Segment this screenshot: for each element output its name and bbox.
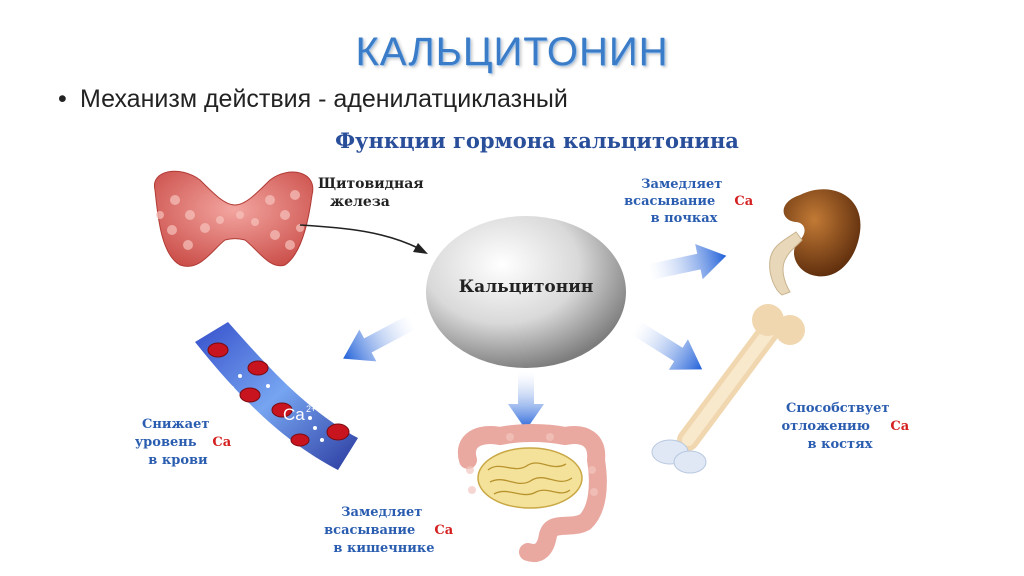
thyroid-arrowhead [413,243,428,254]
arrow-to-blood [343,314,416,362]
blood-label-line3: в крови [148,453,208,468]
arrow-to-intestine [508,372,544,430]
bone-illustration [651,304,805,474]
calcitonin-sphere: Кальцитонин [426,216,626,368]
thyroid-label-line1: Щитовидная [318,176,424,192]
vessel-ion: Ca [283,405,305,424]
intestine-illustration [457,424,607,562]
bullet-marker: • [58,85,67,113]
blood-vessel-illustration: Ca 2+ [195,322,358,470]
bone-label-ca: Са [890,419,909,434]
bullet-item: • Механизм действия - аденилатциклазный [58,85,568,114]
thyroid-label-line2: железа [330,194,390,210]
kidney-label: Замедляет всасывание Са в почках [624,177,758,226]
kidney-label-ca: Са [734,194,753,209]
kidney-label-line1: Замедляет [641,177,722,192]
arrow-to-kidney [648,243,727,280]
arrow-to-bone [631,321,703,370]
bone-label-line1: Способствует [786,401,889,416]
thyroid-label: Щитовидная железа [318,176,428,210]
intestine-label-line2: всасывание [324,523,420,538]
blood-label: Снижает уровень Са в крови [135,417,236,468]
blood-label-line2: уровень [135,435,201,450]
bone-label-line3: в костях [808,437,873,452]
intestine-label: Замедляет всасывание Са в кишечнике [324,505,458,556]
kidney-illustration [769,189,861,296]
kidney-label-line3: в почках [651,211,718,226]
diagram-heading: Функции гормона кальцитонина [335,128,739,153]
vessel-ion-charge: 2+ [306,404,316,414]
center-label: Кальцитонин [459,277,594,297]
intestine-label-line1: Замедляет [341,505,422,520]
blood-label-ca: Са [212,435,231,450]
bone-label-line2: отложению [782,419,875,434]
intestine-label-ca: Са [434,523,453,538]
thyroid-illustration [154,170,314,267]
thyroid-to-hormone-arrow [299,224,419,249]
bullet-text: Механизм действия - аденилатциклазный [80,85,568,113]
slide-title: КАЛЬЦИТОНИН [355,30,669,74]
bone-label: Способствует отложению Са в костях [782,401,914,452]
blood-label-line1: Снижает [142,417,209,432]
intestine-label-line3: в кишечнике [333,541,434,556]
kidney-label-line2: всасывание [624,194,720,209]
